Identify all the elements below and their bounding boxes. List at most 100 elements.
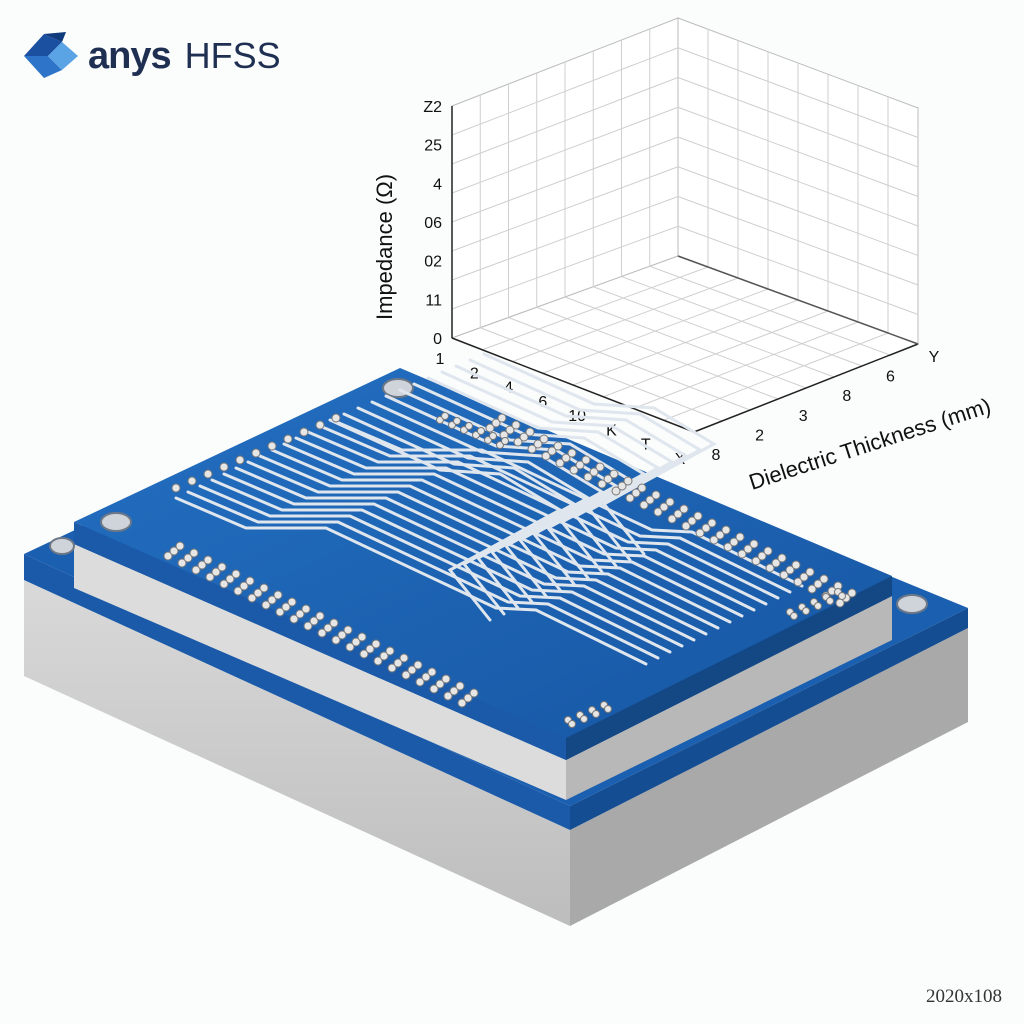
solder-pin: [187, 476, 197, 486]
signal-traces: [174, 352, 804, 666]
solder-pin: [701, 523, 711, 533]
solder-pin: [539, 434, 549, 444]
solder-pin: [189, 548, 199, 558]
solder-pin: [645, 495, 655, 505]
component-pins: [163, 412, 857, 728]
y-axis-label: Dielectric Thickness (mm): [746, 393, 994, 495]
solder-pin: [317, 628, 327, 638]
solder-pin: [805, 567, 815, 577]
solder-pin: [359, 649, 369, 659]
solder-pin: [175, 541, 185, 551]
solder-pin: [295, 609, 305, 619]
signal-trace: [258, 454, 732, 624]
signal-trace: [294, 436, 768, 606]
solder-pin: [695, 528, 705, 538]
pcb-board: [24, 352, 968, 926]
ansys-logo-icon: [24, 32, 78, 78]
solder-pin: [343, 625, 353, 635]
solder-pin: [527, 444, 537, 454]
solder-pin: [779, 570, 789, 580]
solder-pin: [693, 511, 703, 521]
solder-pin: [814, 602, 822, 610]
solder-pin: [455, 681, 465, 691]
solder-pin: [239, 581, 249, 591]
signal-trace: [342, 412, 578, 616]
z-tick-label: 25: [424, 138, 442, 155]
mounting-hole: [896, 594, 928, 614]
solder-pin: [625, 493, 635, 503]
signal-trace: [234, 466, 708, 636]
signal-trace: [306, 430, 780, 600]
solder-pin: [415, 677, 425, 687]
solder-pin: [323, 623, 333, 633]
solder-pin: [681, 521, 691, 531]
solder-pin: [723, 542, 733, 552]
signal-trace: [440, 370, 676, 574]
solder-pin: [245, 576, 255, 586]
solder-pin: [653, 507, 663, 517]
solder-pin: [477, 427, 485, 435]
solder-pin: [707, 518, 717, 528]
solder-pin: [729, 537, 739, 547]
solder-pin: [569, 465, 579, 475]
solder-pin: [737, 549, 747, 559]
solder-pin: [427, 667, 437, 677]
solder-pin: [561, 453, 571, 463]
z-tick-label: 0: [433, 331, 442, 348]
z-axis-label: Impedance (Ω): [372, 174, 397, 320]
solder-pin: [219, 462, 229, 472]
solder-pin: [385, 646, 395, 656]
solder-pin: [399, 653, 409, 663]
signal-trace: [454, 364, 690, 568]
solder-pin: [847, 588, 857, 598]
solder-pin: [541, 451, 551, 461]
solder-pin: [211, 567, 221, 577]
y-tick-label: 2: [755, 427, 764, 444]
plot-gridlines: [451, 29, 919, 422]
grid-line: [633, 321, 859, 409]
z-tick-label: Z2: [423, 99, 442, 116]
solder-pin: [253, 588, 263, 598]
solder-pin: [819, 574, 829, 584]
solder-pin: [651, 490, 661, 500]
solder-pin: [287, 597, 297, 607]
solder-pin: [247, 593, 257, 603]
signal-trace: [246, 460, 720, 630]
solder-pin: [589, 467, 599, 477]
solder-pin: [595, 462, 605, 472]
solder-pin: [421, 672, 431, 682]
solder-pin: [177, 558, 187, 568]
substrate-front-face: [24, 580, 570, 926]
solder-pin: [435, 679, 445, 689]
solder-pin: [617, 481, 627, 491]
image-size-stamp: 2020x108: [926, 986, 1002, 1007]
solder-pin: [749, 539, 759, 549]
solder-pin: [763, 546, 773, 556]
solder-pin: [453, 417, 461, 425]
solder-pin: [393, 658, 403, 668]
solder-pin: [449, 686, 459, 696]
solder-pin: [743, 544, 753, 554]
solder-pin: [171, 483, 181, 493]
solder-pin: [581, 455, 591, 465]
solder-pin: [373, 656, 383, 666]
solder-pin: [838, 592, 846, 600]
x-tick-label: 1: [436, 351, 445, 368]
solder-pin: [583, 472, 593, 482]
solder-pin: [191, 565, 201, 575]
solder-pin: [592, 710, 600, 718]
solder-pin: [203, 555, 213, 565]
solder-pin: [331, 413, 341, 423]
solder-pin: [751, 556, 761, 566]
solder-pin: [315, 611, 325, 621]
grid-line: [677, 47, 919, 138]
solder-pin: [163, 551, 173, 561]
grid-line: [677, 77, 919, 168]
grid-line: [663, 332, 889, 421]
solder-pin: [429, 684, 439, 694]
solder-pin: [709, 535, 719, 545]
solder-pin: [489, 432, 497, 440]
solder-pin: [609, 469, 619, 479]
solder-pin: [519, 432, 529, 442]
